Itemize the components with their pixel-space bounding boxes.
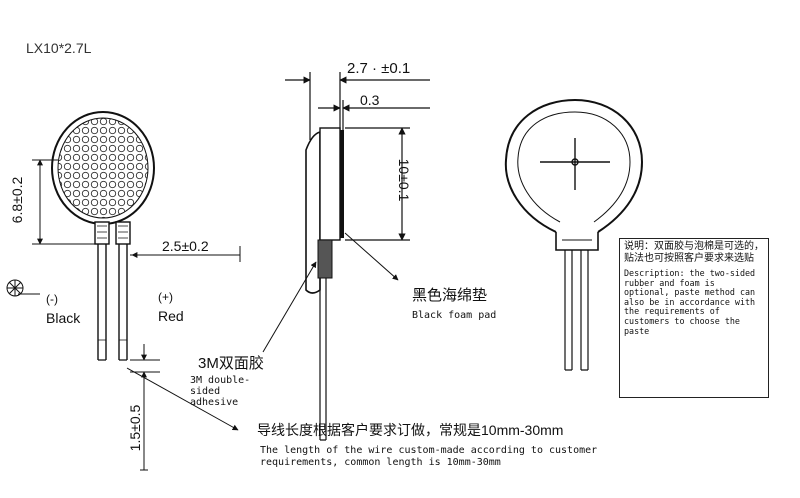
positive-color-label: Red (158, 308, 184, 324)
wire-end-label: 1.5±0.5 (127, 404, 143, 452)
height-dimension-label: 6.8±0.2 (9, 176, 25, 224)
height-dimension (32, 159, 95, 245)
foam-callout-en: Black foam pad (412, 310, 497, 321)
positive-symbol-label: (+) (158, 290, 173, 304)
thickness-dimension-label: 2.7 · ±0.1 (347, 60, 411, 77)
diameter-dimension-label: 10±0.1 (396, 158, 412, 202)
wire-length-callout-en: The length of the wire custom-made accor… (260, 445, 598, 468)
wire-length-callout-cn: 导线长度根据客户要求订做，常规是10mm-30mm (257, 422, 564, 438)
front-view (51, 111, 155, 361)
negative-color-label: Black (46, 310, 81, 326)
pin-spacing-dimension (130, 246, 241, 262)
note-text-en: Description: the two-sided rubber and fo… (624, 268, 756, 336)
foam-callout-cn: 黑色海绵垫 (412, 287, 488, 304)
polarity-symbol-icon (6, 279, 24, 297)
foam-thickness-label: 0.3 (360, 92, 380, 108)
note-text-cn: 说明：双面胶与泡棉是可选的，贴法也可按照客户要求来选贴 (624, 241, 764, 264)
back-view (504, 98, 644, 371)
negative-symbol-label: (-) (46, 292, 58, 306)
foam-leader (344, 232, 399, 281)
adhesive-leader (262, 261, 317, 353)
wire-length-leader (126, 367, 239, 431)
adhesive-callout-en: 3M double-sided adhesive (190, 375, 251, 408)
description-note: 说明：双面胶与泡棉是可选的，贴法也可按照客户要求来选贴 Description:… (619, 238, 769, 398)
pin-spacing-label: 2.5±0.2 (162, 238, 209, 254)
model-label: LX10*2.7L (26, 40, 92, 56)
adhesive-callout-cn: 3M双面胶 (198, 355, 264, 372)
side-view (285, 72, 430, 441)
